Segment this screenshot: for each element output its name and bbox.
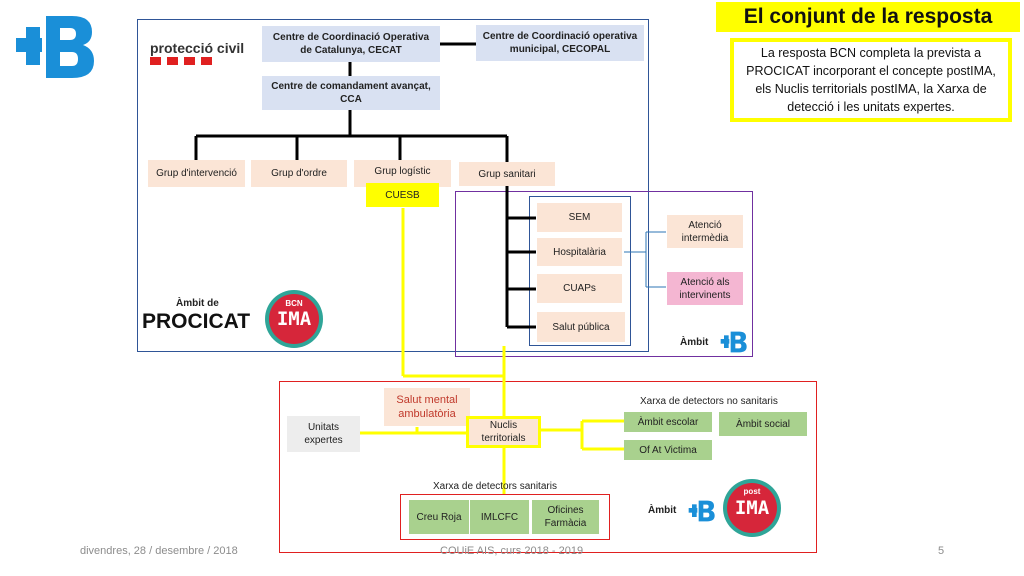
slide-title-box: El conjunt de la resposta (716, 2, 1020, 32)
footer-date: divendres, 28 / desembre / 2018 (80, 545, 238, 557)
node-grup-intervencio: Grup d'intervenció (148, 160, 245, 187)
node-of-at-victima: Of At Victima (624, 440, 712, 460)
grup-sanitari-inner-frame (529, 196, 631, 346)
ambit-b-label-1: Àmbit (680, 337, 709, 348)
node-grup-logistic: Grup logístic (354, 160, 451, 187)
proteccio-civil-logo: protecció civil (150, 40, 250, 70)
node-cecat: Centre de Coordinació Operativa de Catal… (262, 26, 440, 62)
barcelona-b-logo (16, 16, 94, 78)
node-unitats-expertes: Unitats expertes (287, 416, 360, 452)
postima-frame (279, 381, 817, 553)
postima-badge-top: post (743, 487, 761, 496)
description-box: La resposta BCN completa la prevista a P… (730, 38, 1012, 122)
procicat-frame (137, 19, 649, 352)
node-salut-mental: Salut mental ambulatòria (384, 388, 470, 426)
ambit-b-frame (455, 191, 753, 357)
node-cca: Centre de comandament avançat, CCA (262, 76, 440, 110)
node-salut-publica: Salut pública (537, 312, 625, 342)
ambit-b-icon-2 (688, 500, 715, 522)
proteccio-civil-text: protecció civil (150, 40, 245, 56)
page-number: 5 (938, 545, 945, 557)
node-cuaps: CUAPs (537, 274, 622, 303)
ambit-de-label: Àmbit de (176, 298, 219, 309)
procicat-label: PROCICAT (142, 310, 251, 333)
node-grup-ordre: Grup d'ordre (251, 160, 347, 187)
node-ambit-social: Àmbit social (719, 412, 807, 436)
ambit-b-icon-1 (720, 331, 747, 353)
description-text: La resposta BCN completa la prevista a P… (746, 45, 996, 115)
bcn-ima-badge-main: IMA (276, 308, 312, 330)
node-sem: SEM (537, 203, 622, 232)
node-imlcfc: IMLCFC (470, 500, 529, 534)
node-ambit-escolar: Àmbit escolar (624, 412, 712, 432)
xarxa-no-sanitaris-label: Xarxa de detectors no sanitaris (640, 396, 778, 407)
node-atencio-intervinents: Atenció als intervinents (667, 272, 743, 305)
node-cecopal: Centre de Coordinació operativa municipa… (476, 25, 644, 61)
bcn-ima-badge: BCN IMA (265, 290, 323, 348)
postima-badge: post IMA (723, 479, 781, 537)
node-cuesb: CUESB (366, 183, 439, 207)
detectors-sanitaris-frame (400, 494, 610, 540)
xarxa-sanitaris-label: Xarxa de detectors sanitaris (433, 481, 557, 492)
node-grup-sanitari: Grup sanitari (459, 162, 555, 186)
bcn-ima-badge-top: BCN (285, 299, 303, 308)
footer-center: COUiE AIS, curs 2018 - 2019 (440, 545, 584, 557)
node-atencio-intermedia: Atenció intermèdia (667, 215, 743, 248)
slide-title: El conjunt de la resposta (743, 5, 993, 28)
node-nuclis-territorials: Nuclis territorials (466, 416, 541, 448)
ambit-b-label-2: Àmbit (648, 505, 677, 516)
node-hospitalaria: Hospitalària (537, 238, 622, 266)
postima-badge-main: IMA (734, 497, 770, 519)
node-creu-roja: Creu Roja (409, 500, 469, 534)
proteccio-civil-stripes (150, 57, 212, 65)
node-oficines-farmacia: Oficines Farmàcia (532, 500, 599, 534)
